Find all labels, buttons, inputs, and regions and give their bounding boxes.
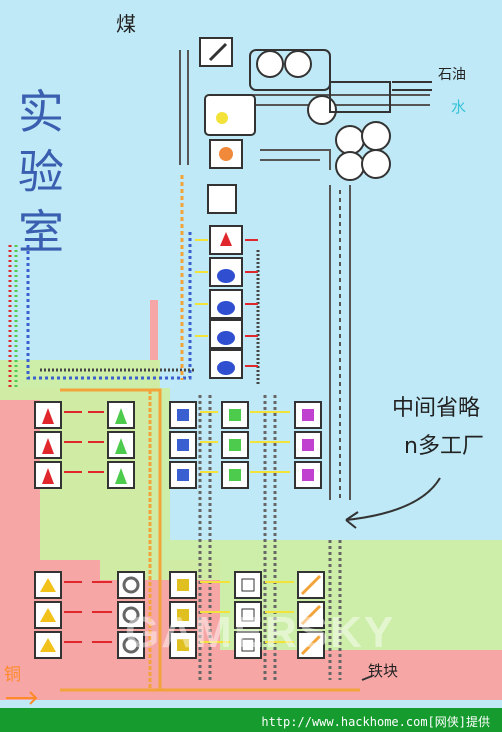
oil-arrow-icon — [392, 81, 432, 91]
sulfur-icon — [216, 112, 228, 124]
water-label: 水 — [451, 98, 467, 116]
note-line-1: 中间省略 — [392, 396, 481, 421]
belt-lines — [8, 175, 360, 692]
note-arrow-icon — [345, 477, 441, 529]
pipe-network — [179, 50, 430, 500]
copper-label: 铜 — [4, 665, 21, 685]
iron-arrow-icon — [361, 675, 373, 681]
source-footer: http://www.hackhome.com[网侠]提供 — [0, 708, 502, 732]
oil-refinery — [204, 49, 391, 181]
lab-char-1: 实 — [18, 85, 64, 139]
iron-label: 铁块 — [368, 662, 399, 680]
coal-label: 煤 — [116, 12, 136, 36]
blue-science-column — [207, 139, 243, 379]
laboratory-label: 实 验 室 — [18, 82, 88, 262]
oil-label: 石油 — [438, 67, 466, 83]
watermark: GAMERSKY — [125, 608, 396, 657]
inserter-arrows — [64, 239, 294, 643]
assembler-grid — [34, 401, 325, 659]
lab-char-2: 验 — [18, 145, 64, 199]
copper-arrow-icon — [6, 691, 38, 705]
icon-fills — [40, 408, 322, 656]
lab-char-3: 室 — [18, 205, 64, 259]
note-line-2: n多工厂 — [404, 434, 484, 459]
source-url[interactable]: http://www.hackhome.com[网侠]提供 — [261, 715, 490, 729]
